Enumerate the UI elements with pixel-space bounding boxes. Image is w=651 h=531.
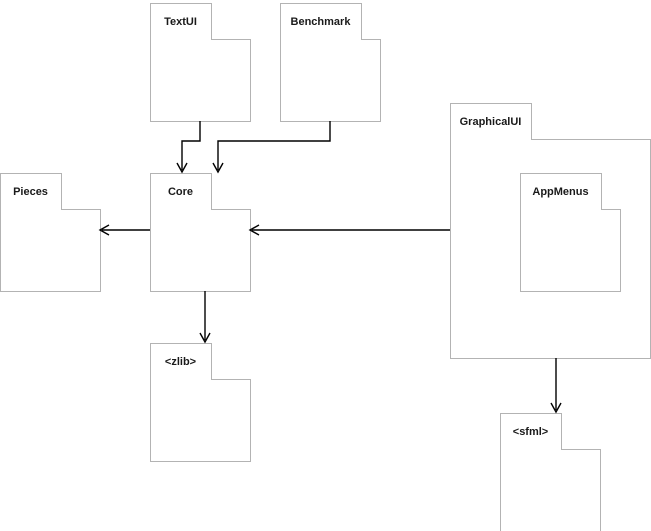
arrowhead-icon-core-to-pieces (98, 224, 110, 236)
dependency-textui-to-core[interactable] (176, 121, 201, 174)
package-body-sfml (500, 449, 601, 531)
arrowhead-icon-graphicalui-to-sfml (550, 402, 562, 414)
package-label-textui: TextUI (164, 16, 197, 28)
dependency-core-to-pieces[interactable] (98, 224, 150, 236)
arrowhead-icon-core-to-zlib (199, 332, 211, 344)
package-body-appmenus (520, 209, 621, 292)
package-core[interactable]: Core (150, 173, 251, 292)
dependency-line-benchmark-to-core (217, 121, 331, 170)
package-body-benchmark (280, 39, 381, 122)
package-body-core (150, 209, 251, 292)
dependency-benchmark-to-core[interactable] (212, 121, 331, 174)
package-label-pieces: Pieces (13, 186, 48, 198)
dependency-graphicalui-to-sfml[interactable] (550, 358, 562, 414)
package-tab-textui (150, 3, 212, 40)
package-label-graphicalui: GraphicalUI (460, 116, 522, 128)
package-tab-core (150, 173, 212, 210)
package-tab-zlib (150, 343, 212, 380)
dependency-graphicalui-to-core[interactable] (248, 224, 450, 236)
package-body-textui (150, 39, 251, 122)
dependency-line-textui-to-core (181, 121, 201, 170)
package-zlib[interactable]: <zlib> (150, 343, 251, 462)
package-tab-graphicalui (450, 103, 532, 140)
arrowhead-icon-benchmark-to-core (212, 162, 224, 174)
package-sfml[interactable]: <sfml> (500, 413, 601, 531)
package-appmenus[interactable]: AppMenus (520, 173, 621, 292)
package-tab-pieces (0, 173, 62, 210)
package-tab-sfml (500, 413, 562, 450)
package-tab-benchmark (280, 3, 362, 40)
package-textui[interactable]: TextUI (150, 3, 251, 122)
arrowhead-icon-graphicalui-to-core (248, 224, 260, 236)
package-body-pieces (0, 209, 101, 292)
dependency-core-to-zlib[interactable] (199, 291, 211, 344)
dependencies-layer (98, 121, 562, 414)
package-label-zlib: <zlib> (165, 356, 196, 368)
package-label-core: Core (168, 186, 193, 198)
package-label-sfml: <sfml> (513, 426, 548, 438)
package-pieces[interactable]: Pieces (0, 173, 101, 292)
package-label-benchmark: Benchmark (291, 16, 352, 28)
package-body-zlib (150, 379, 251, 462)
package-benchmark[interactable]: Benchmark (280, 3, 381, 122)
arrowhead-icon-textui-to-core (176, 162, 188, 174)
package-label-appmenus: AppMenus (532, 186, 588, 198)
